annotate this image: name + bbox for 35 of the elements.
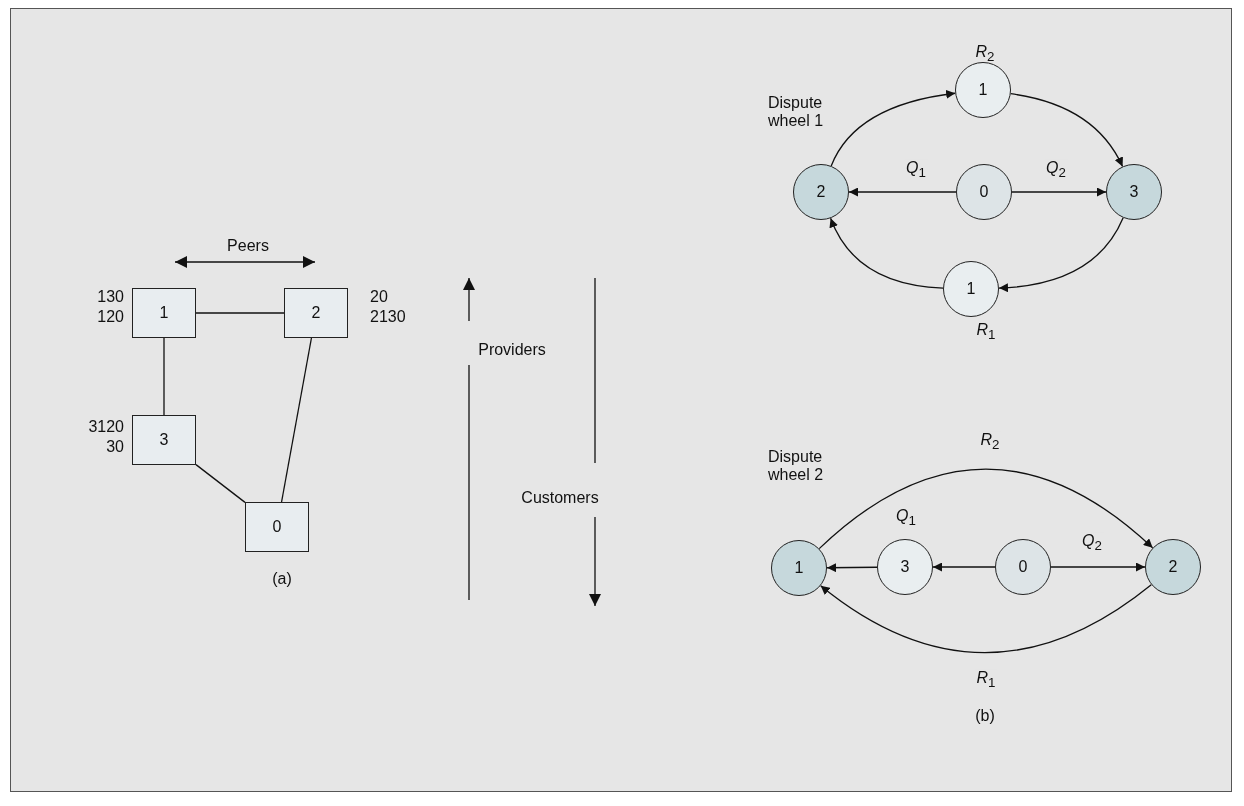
arrow bbox=[1011, 187, 1107, 197]
path-label: 3120 bbox=[88, 418, 124, 436]
annotation-text: Dispute wheel 1 bbox=[768, 94, 825, 130]
path-label: 2130 bbox=[370, 308, 406, 326]
annotation-text: Providers bbox=[478, 341, 546, 359]
node-box: 1 bbox=[132, 288, 196, 338]
node-box: 3 bbox=[132, 415, 196, 465]
path-label: 20 bbox=[370, 288, 388, 306]
arrow bbox=[826, 563, 878, 573]
connector-line bbox=[280, 337, 313, 503]
node-box: 2 bbox=[284, 288, 348, 338]
path-label: R$_{2}$ bbox=[975, 43, 995, 65]
annotation-text: Customers bbox=[521, 489, 599, 507]
connector-line bbox=[163, 337, 165, 416]
connector-line bbox=[195, 464, 246, 503]
arrow bbox=[820, 584, 1152, 654]
arrow bbox=[1010, 93, 1124, 168]
path-label: R$_{1}$ bbox=[976, 321, 996, 343]
path-label: Q$_{1}$ bbox=[896, 507, 916, 529]
arrow bbox=[829, 217, 944, 289]
node-box: 0 bbox=[245, 502, 309, 552]
arrow bbox=[1050, 562, 1146, 572]
arrow bbox=[818, 468, 1154, 550]
arrow bbox=[830, 90, 956, 167]
annotation-text: Peers bbox=[227, 237, 269, 255]
connector-line bbox=[195, 312, 285, 314]
arrow bbox=[932, 562, 996, 572]
arrow bbox=[998, 217, 1124, 293]
annotation-text: Dispute wheel 2 bbox=[768, 448, 825, 484]
path-label: 30 bbox=[106, 438, 124, 456]
panel-caption: (b) bbox=[975, 707, 995, 725]
path-label: 120 bbox=[97, 308, 124, 326]
arrow bbox=[848, 187, 957, 197]
path-label: 130 bbox=[97, 288, 124, 306]
panel-caption: (a) bbox=[272, 570, 292, 588]
